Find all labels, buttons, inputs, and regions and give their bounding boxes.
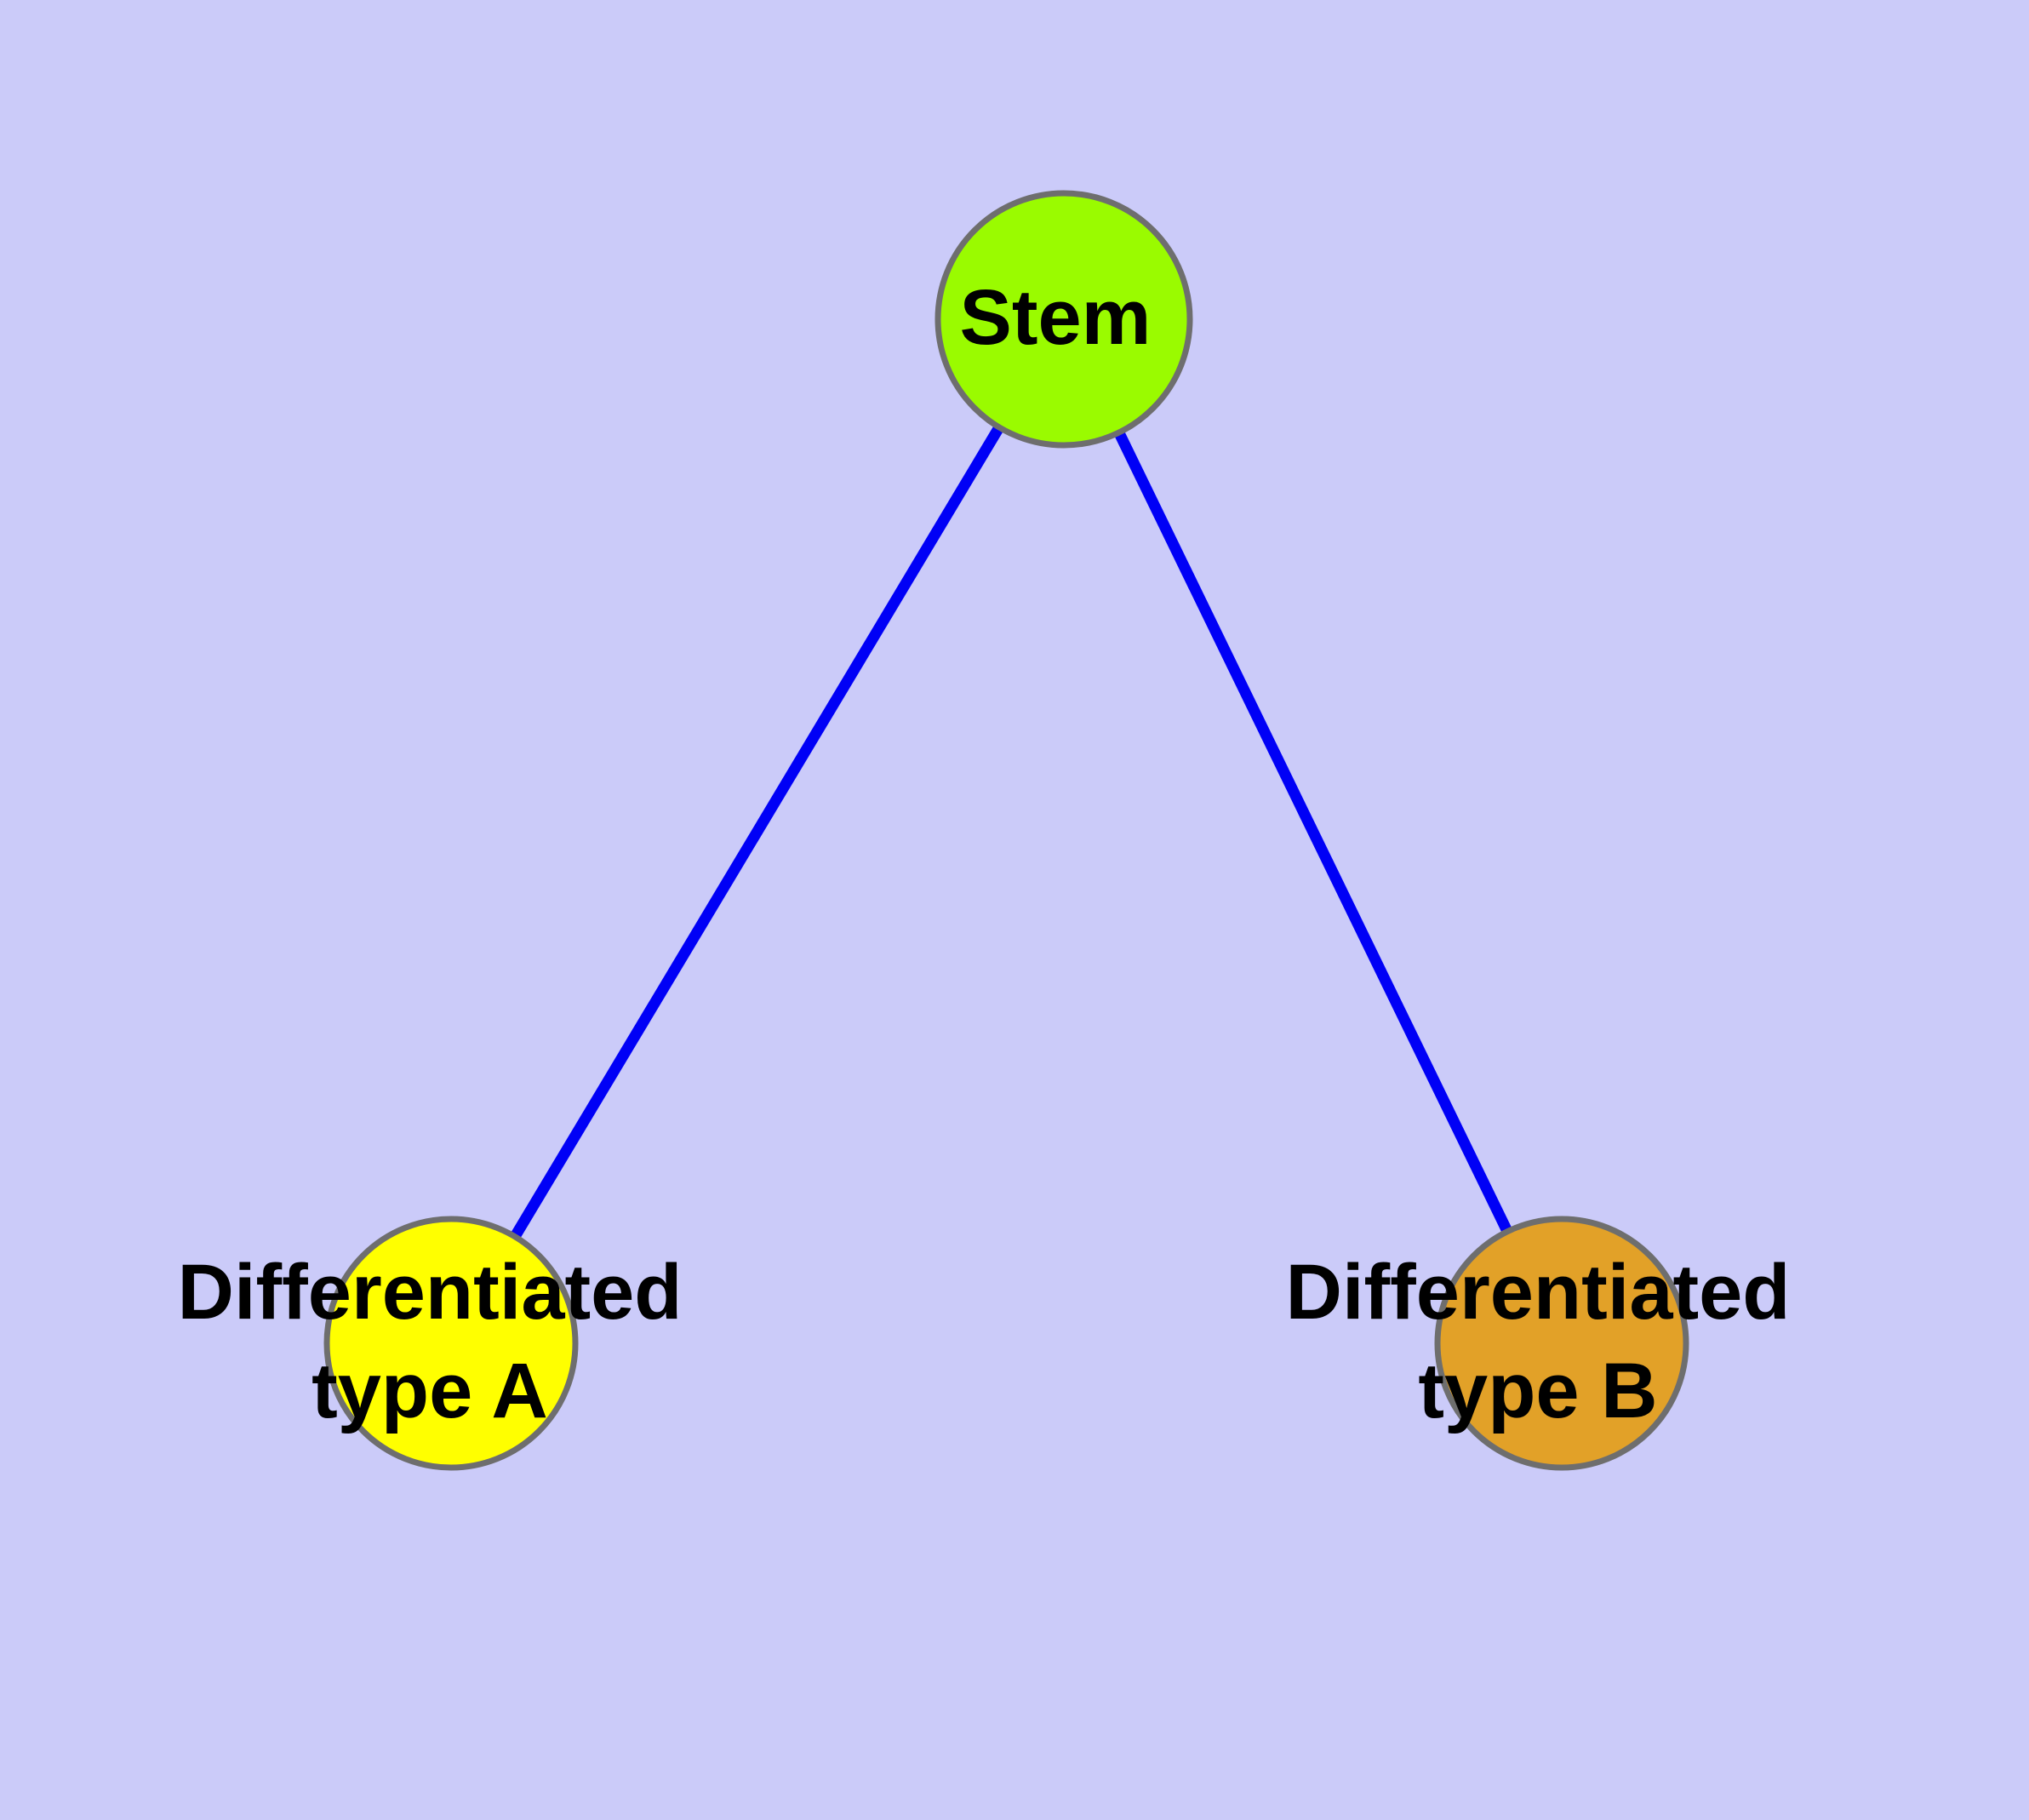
node-label-diff-b-line2: type B: [1418, 1348, 1657, 1434]
node-label-diff-a-line2: type A: [311, 1348, 548, 1434]
node-diff-a: [323, 1216, 579, 1471]
node-label-diff-b-line1: Differentiated: [1286, 1249, 1791, 1336]
node-stem: [934, 190, 1193, 449]
edge-stem-diff-a: [446, 316, 1069, 1347]
edge-stem-diff-b: [1059, 317, 1567, 1346]
node-label-stem-line1: Stem: [960, 274, 1152, 361]
node-diff-b: [1434, 1216, 1689, 1471]
node-label-diff-a-line1: Differentiated: [178, 1249, 683, 1336]
